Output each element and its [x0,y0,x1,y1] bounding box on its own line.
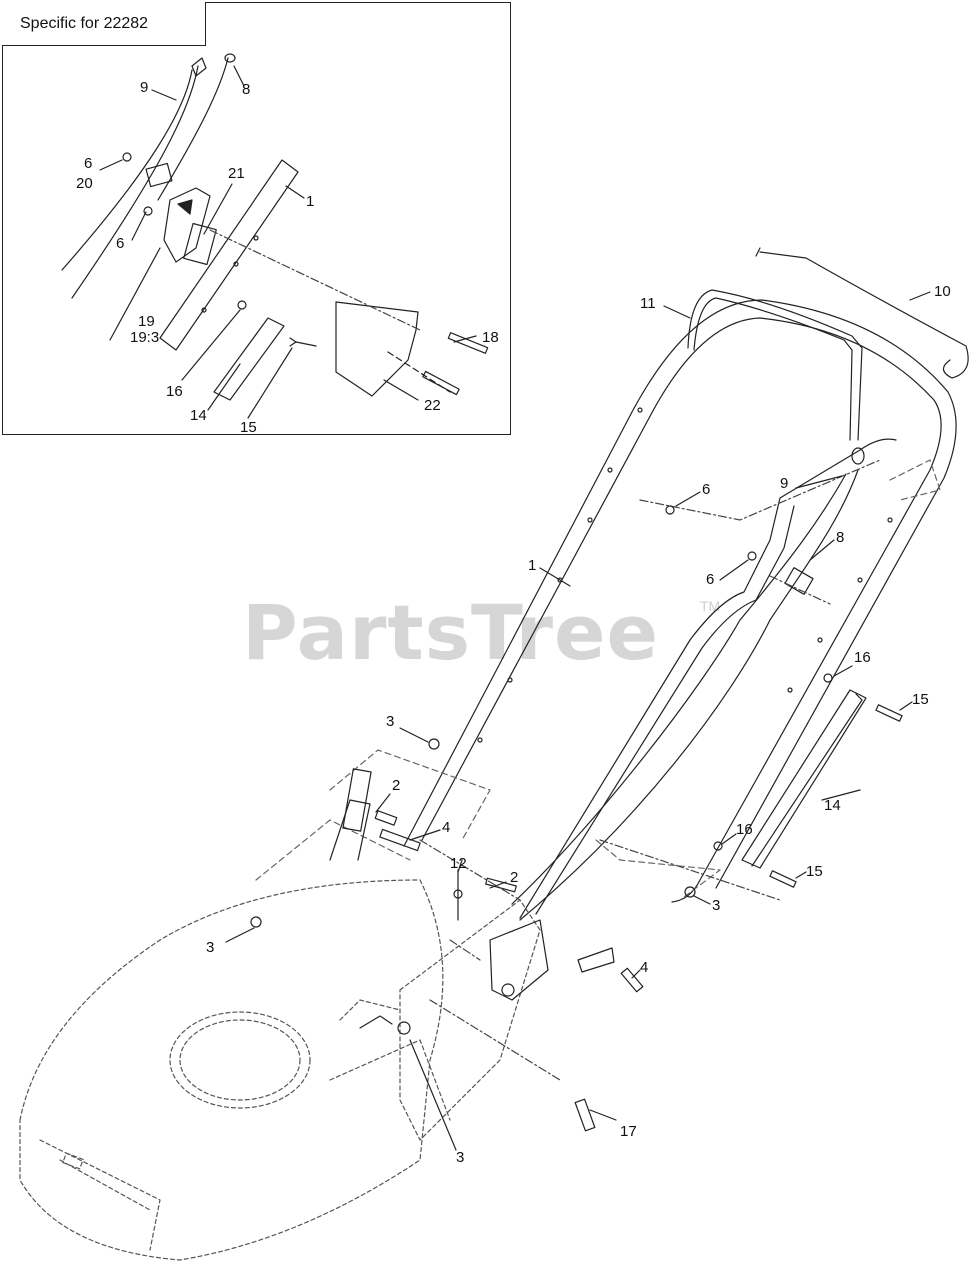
callout-17: 17 [620,1123,637,1140]
inset-frame [2,2,511,435]
callout-2b: 2 [510,869,519,886]
inset-line-art [62,54,488,418]
callout-inset-6a: 6 [84,155,93,172]
callout-inset-16: 16 [166,383,183,400]
callout-15b: 15 [806,863,823,880]
callout-3a: 3 [386,713,395,730]
callout-16b: 16 [736,821,753,838]
callout-1: 1 [528,557,537,574]
callout-3d: 3 [456,1149,465,1166]
callout-inset-1: 1 [306,193,315,210]
callout-inset-19: 19 [138,313,155,330]
callout-4a: 4 [442,819,451,836]
callout-inset-19-3: 19:3 [130,329,160,346]
callout-8: 8 [836,529,845,546]
watermark-text: PartsTree [242,588,660,677]
callout-inset-9: 9 [140,79,149,96]
callout-inset-22: 22 [424,397,441,414]
callout-12: 12 [450,855,467,872]
callout-inset-18: 18 [482,329,499,346]
callout-16a: 16 [854,649,871,666]
callout-14: 14 [824,797,841,814]
callout-9: 9 [780,475,789,492]
callout-inset-14: 14 [190,407,207,424]
callout-3c: 3 [206,939,215,956]
callout-inset-6b: 6 [116,235,125,252]
callout-inset-8: 8 [242,81,251,98]
callout-4b: 4 [640,959,649,976]
main-line-art [20,248,968,1260]
callout-3b: 3 [712,897,721,914]
callout-15a: 15 [912,691,929,708]
callout-inset-21: 21 [228,165,245,182]
callout-2a: 2 [392,777,401,794]
callout-inset-20: 20 [76,175,93,192]
watermark-trademark: TM [700,598,721,614]
callout-11: 11 [640,295,656,312]
inset-title: Specific for 22282 [2,2,206,46]
callout-inset-15: 15 [240,419,257,436]
callout-10: 10 [934,283,951,300]
callout-6b: 6 [706,571,715,588]
callout-6a: 6 [702,481,711,498]
